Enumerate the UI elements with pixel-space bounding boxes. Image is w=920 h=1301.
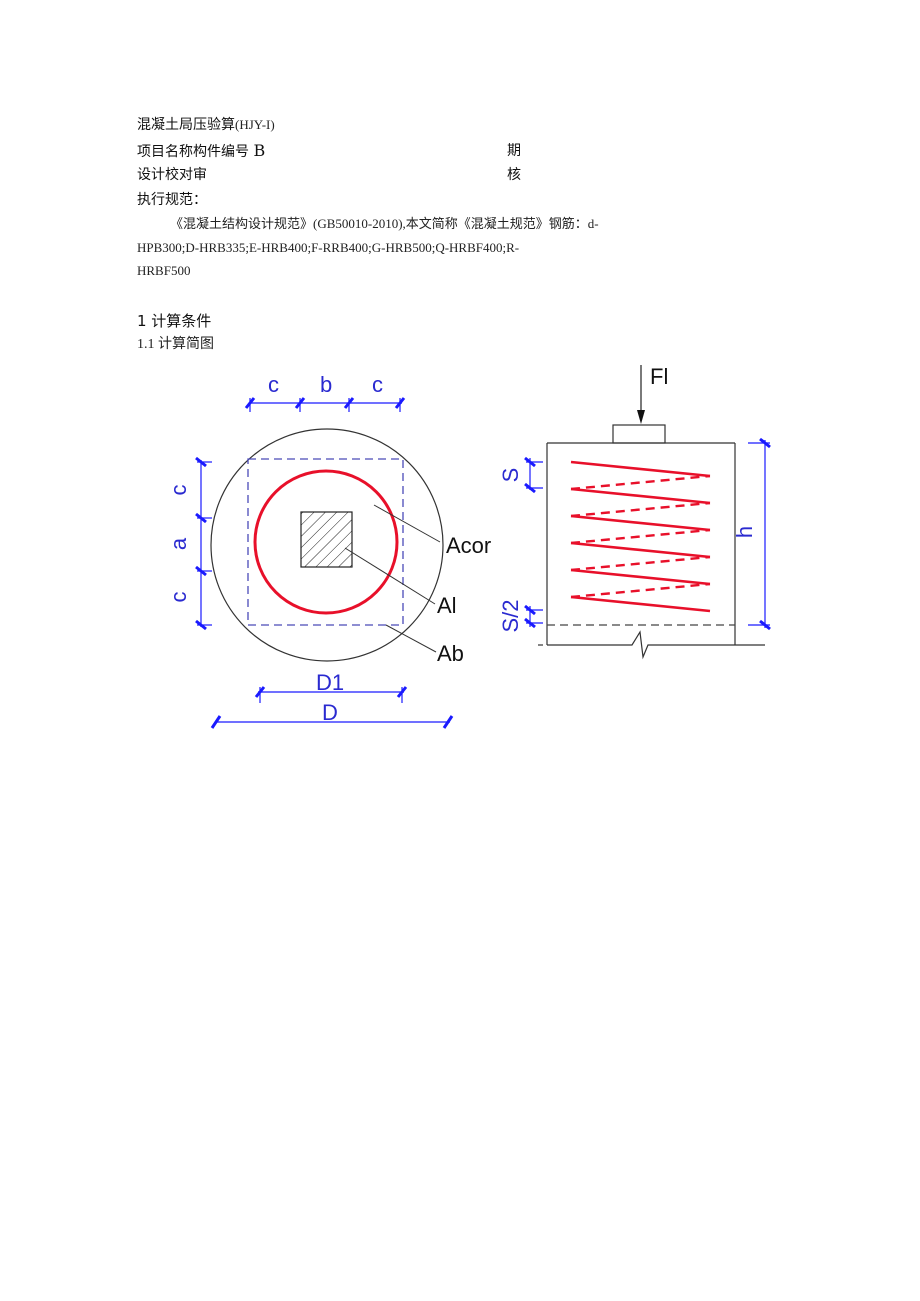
dim-top [244,397,406,412]
load-plate [612,424,666,444]
label-acor: Acor [446,533,491,558]
dim-top-b: b [320,372,332,397]
dim-top-c-left: c [268,372,279,397]
dim-s-label: S [498,468,523,483]
dim-top-c-right: c [372,372,383,397]
code-text-2: HPB300;D-HRB335;E-HRB400;F-RRB400;G-HRB5… [137,240,520,255]
dim-left-c-top: c [166,485,191,496]
project-value: B [253,141,266,160]
spiral-reinforcement [570,460,711,613]
label-ab: Ab [437,641,464,666]
force-label: Fl [650,364,668,389]
code-text-3: HRBF500 [137,263,191,278]
leader-lines [344,504,441,653]
design-line: 设计校对审 [137,167,207,183]
dim-left-a: a [166,537,191,550]
dim-s-half [524,604,543,629]
section-heading-1: 1 计算条件 [137,312,212,330]
dim-d [210,715,454,729]
title-text: 混凝土局压验算 [137,117,235,133]
code-heading: 执行规范： [137,192,207,208]
dim-d1 [254,686,408,703]
title-code: (HJY-I) [235,117,275,132]
calculation-diagram: c b c c a c [166,364,771,729]
label-al: Al [437,593,457,618]
dim-d-label: D [322,700,338,725]
code-text-1: 《混凝土结构设计规范》(GB50010-2010),本文简称《混凝土规范》钢筋：… [170,216,599,231]
check-label: 核 [507,167,521,183]
dim-left-c-bottom: c [166,592,191,603]
dim-s [524,456,543,494]
dim-h [748,437,771,631]
section-heading-1-1: 1.1 计算简图 [137,337,214,352]
document-title: 混凝土局压验算(HJY-I) [137,116,275,134]
plan-view: c b c c a c [166,372,491,729]
force-arrow-head-icon [637,410,645,424]
red-circle-acor [253,469,399,615]
dim-left [195,456,212,631]
date-label: 期 [507,143,521,159]
elevation-view: Fl [498,364,771,660]
dim-s-half-label: S/2 [498,599,523,632]
dim-h-label: h [732,526,757,538]
dim-d1-label: D1 [316,670,344,695]
project-label: 项目名称构件编号 [137,144,249,160]
dashed-square-ab [247,458,404,626]
hatched-square-al [300,511,353,568]
column-body [538,442,765,660]
spiral-reinforcement-back [570,474,711,599]
outer-circle [210,428,444,662]
project-line: 项目名称构件编号 B [137,142,265,161]
